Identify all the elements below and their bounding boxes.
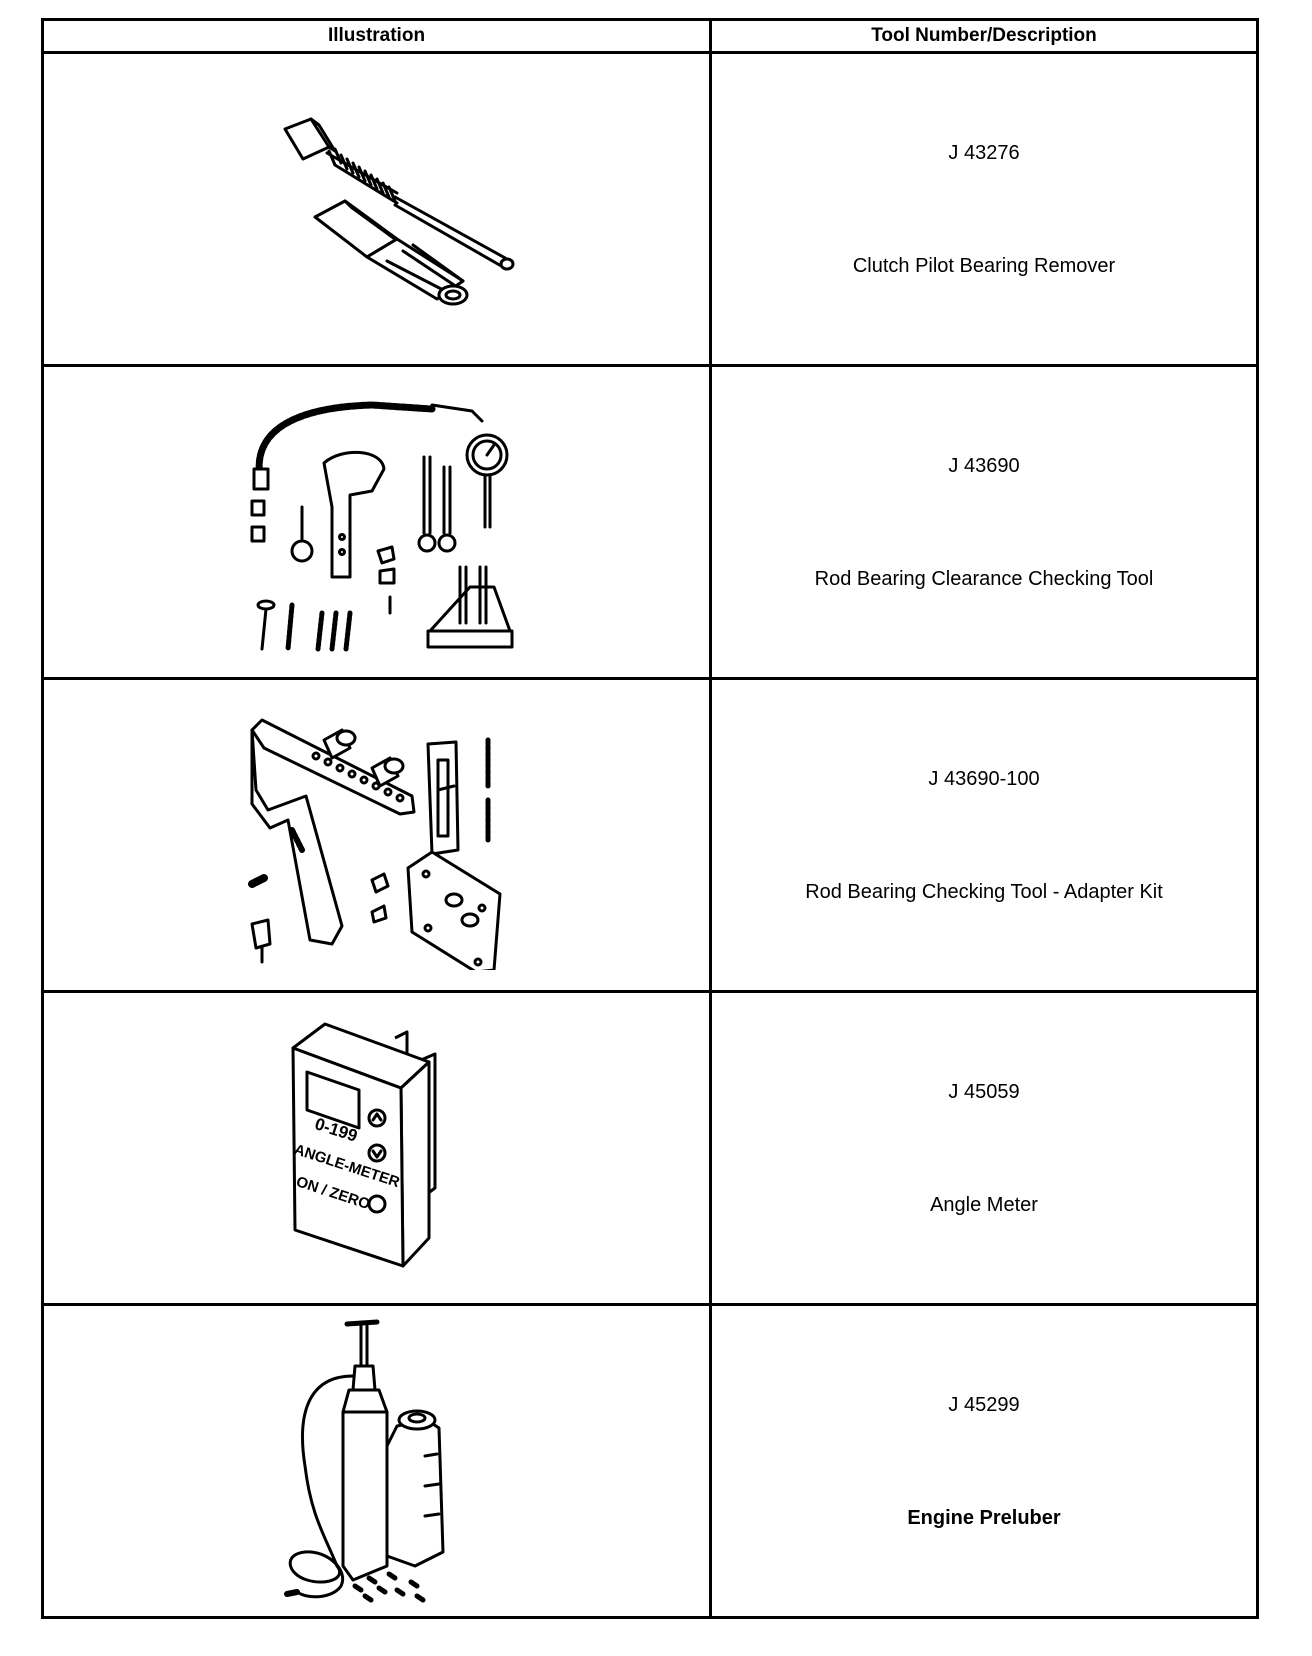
tool-description: Rod Bearing Checking Tool - Adapter Kit — [805, 881, 1163, 903]
table-row: J 45299 Engine Preluber — [41, 1303, 1259, 1619]
illustration-cell: 0-199 ANGLE-METER ON / ZERO — [41, 990, 712, 1306]
illustration-cell — [41, 364, 712, 680]
tool-description: Rod Bearing Clearance Checking Tool — [814, 568, 1154, 590]
tool-number: J 43690-100 — [928, 768, 1040, 790]
adapter-kit-illustration — [247, 718, 501, 970]
illustration-cell — [41, 51, 712, 367]
illustration-cell — [41, 677, 712, 993]
special-tools-table: Illustration Tool Number/Description — [41, 18, 1259, 1619]
table-header-row: Illustration Tool Number/Description — [41, 18, 1259, 54]
tool-number: J 45299 — [948, 1394, 1020, 1416]
tool-description-cell: J 45299 Engine Preluber — [709, 1303, 1259, 1619]
table-row: J 43690 Rod Bearing Clearance Checking T… — [41, 364, 1259, 680]
tool-description: Engine Preluber — [907, 1507, 1061, 1529]
table-row: J 43690-100 Rod Bearing Checking Tool - … — [41, 677, 1259, 993]
illustration-cell — [41, 1303, 712, 1619]
engine-preluber-illustration — [283, 1319, 444, 1603]
rod-bearing-clearance-checking-tool-illustration — [250, 401, 513, 652]
table-row: J 43276 Clutch Pilot Bearing Remover — [41, 51, 1259, 367]
tool-number: J 43276 — [948, 142, 1020, 164]
angle-meter-illustration: 0-199 ANGLE-METER ON / ZERO — [291, 1022, 436, 1268]
tool-number: J 45059 — [948, 1081, 1020, 1103]
illustration-column-header: Illustration — [41, 18, 712, 54]
tool-description-cell: J 45059 Angle Meter — [709, 990, 1259, 1306]
tool-description-cell: J 43690 Rod Bearing Clearance Checking T… — [709, 364, 1259, 680]
tool-number: J 43690 — [948, 455, 1020, 477]
table-row: 0-199 ANGLE-METER ON / ZERO J 45059 Angl… — [41, 990, 1259, 1306]
tool-description: Angle Meter — [930, 1194, 1038, 1216]
tool-column-header: Tool Number/Description — [709, 18, 1259, 54]
clutch-pilot-bearing-remover-illustration — [283, 117, 514, 306]
tool-description-cell: J 43690-100 Rod Bearing Checking Tool - … — [709, 677, 1259, 993]
tool-description-cell: J 43276 Clutch Pilot Bearing Remover — [709, 51, 1259, 367]
tool-description: Clutch Pilot Bearing Remover — [852, 255, 1116, 277]
